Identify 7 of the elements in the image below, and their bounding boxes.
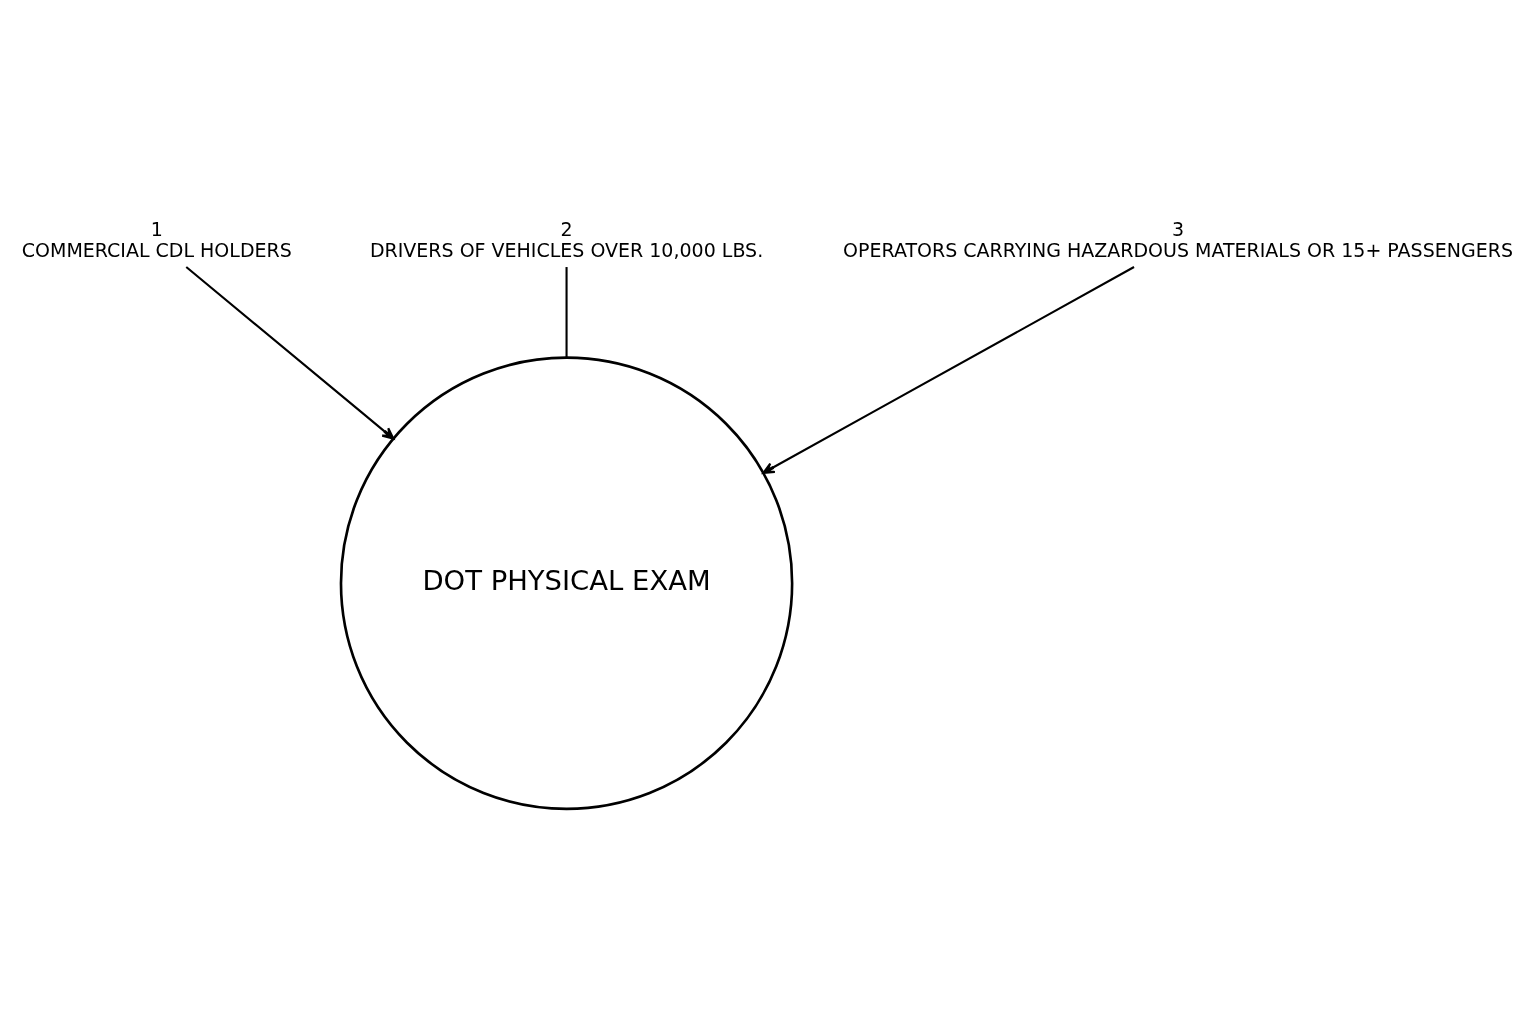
- arrow: [762, 265, 1135, 474]
- node-text: 1 COMMERCIAL CDL HOLDERS: [21, 217, 292, 261]
- node-circle: DOT PHYSICAL EXAM: [339, 355, 794, 810]
- node-text: 2 DRIVERS OF VEHICLES OVER 10,000 LBS.: [369, 217, 764, 261]
- connector: [565, 266, 568, 357]
- node-text: 3 OPERATORS CARRYING HAZARDOUS MATERIALS OR 15+ PASSENGERS: [843, 217, 1513, 261]
- arrow: [185, 265, 395, 440]
